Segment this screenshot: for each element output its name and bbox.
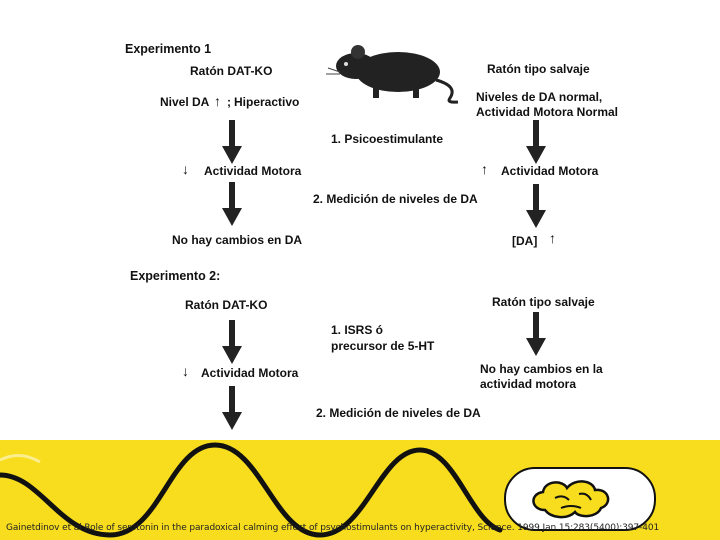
exp1-step-2: 2. Medición de niveles de DA	[313, 192, 478, 206]
flow-arrow-down-icon	[222, 120, 242, 164]
citation-text: Gainetdinov et al Role of serotonin in t…	[6, 523, 660, 533]
flow-arrow-down-icon	[222, 182, 242, 226]
exp1-right-state-1: Niveles de DA normal,	[476, 90, 603, 104]
exp1-left-result: No hay cambios en DA	[172, 233, 303, 247]
exp1-left-effect: Actividad Motora	[204, 164, 302, 178]
exp1-right-result: [DA]	[512, 234, 538, 248]
down-arrow-icon: ↓	[182, 363, 189, 379]
wave-decoration	[0, 442, 656, 538]
flow-arrow-down-icon	[222, 386, 242, 430]
exp1-right-state-2: Actividad Motora Normal	[476, 105, 619, 119]
up-arrow-icon: ↑	[549, 230, 556, 246]
exp1-left-state-a: Nivel DA	[160, 95, 210, 109]
experiment-2-title: Experimento 2:	[130, 269, 221, 283]
brain-icon	[532, 480, 610, 519]
footer-band	[0, 440, 720, 540]
exp2-right-effect-1: No hay cambios en la	[480, 362, 603, 376]
exp2-step-1-line2: precursor de 5-HT	[331, 339, 435, 353]
up-arrow-icon: ↑	[481, 161, 488, 177]
flow-arrow-down-icon	[526, 184, 546, 228]
exp2-right-title: Ratón tipo salvaje	[492, 295, 595, 309]
exp1-left-state-b: Hiperactivo	[234, 95, 300, 109]
exp1-left-title: Ratón DAT-KO	[190, 64, 273, 78]
exp2-left-title: Ratón DAT-KO	[185, 298, 268, 312]
flow-arrow-down-icon	[222, 320, 242, 364]
exp2-left-effect: Actividad Motora	[201, 366, 299, 380]
exp1-right-title: Ratón tipo salvaje	[487, 62, 590, 76]
exp1-right-effect: Actividad Motora	[501, 164, 599, 178]
separator-semicolon: ;	[227, 95, 231, 109]
flow-arrow-down-icon	[526, 120, 546, 164]
flow-arrow-down-icon	[526, 312, 546, 356]
exp2-step-2: 2. Medición de niveles de DA	[316, 406, 481, 420]
exp2-step-1-line1: 1. ISRS ó	[331, 323, 384, 337]
down-arrow-icon: ↓	[182, 161, 189, 177]
up-arrow-icon: ↑	[214, 93, 221, 109]
exp1-step-1: 1. Psicoestimulante	[331, 132, 444, 146]
exp2-right-effect-2: actividad motora	[480, 377, 577, 391]
mouse-icon	[326, 45, 459, 104]
experiment-1-title: Experimento 1	[125, 42, 212, 56]
